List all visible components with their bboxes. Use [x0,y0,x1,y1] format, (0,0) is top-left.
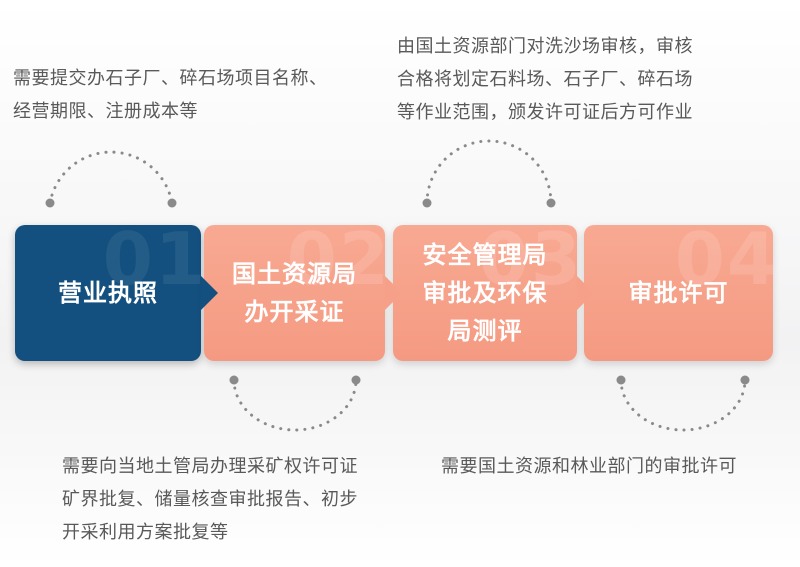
arc-endpoint-dot [167,198,177,208]
arc-step2-down [232,378,358,432]
step-label-line: 审批许可 [628,279,729,307]
step-arrow [201,276,218,310]
note-line: 需要提交办石子厂、碎石场项目名称、 [13,68,328,89]
note-line: 合格将划定石料场、石子厂、碎石场 [397,69,693,90]
step-label-line: 国土资源局 [232,260,357,288]
note-line: 经营期限、注册成本等 [13,101,198,122]
note-line: 开采利用方案批复等 [62,522,229,543]
step-label: 营业执照 [58,274,158,312]
arc-endpoint-dot [422,198,432,208]
arc-endpoint-dot [45,198,55,208]
step-1-business-license: 01 营业执照 [15,223,218,361]
note-step3: 由国土资源部门对洗沙场审核，审核 合格将划定石料场、石子厂、碎石场 等作业范围，… [397,30,693,129]
note-line: 由国土资源部门对洗沙场审核，审核 [397,36,693,57]
arc-endpoint-dot [546,198,556,208]
note-line: 矿界批复、储量核查审批报告、初步 [62,489,358,510]
step-label-line: 局测评 [447,317,523,345]
note-step2: 需要向当地土管局办理采矿权许可证 矿界批复、储量核查审批报告、初步 开采利用方案… [62,450,358,549]
step-label: 审批许可 [629,274,729,312]
step-label: 安全管理局 审批及环保 局测评 [423,236,548,350]
step-arrow [385,276,402,310]
note-step1: 需要提交办石子厂、碎石场项目名称、 经营期限、注册成本等 [13,62,328,128]
step-4-approval: 04 审批许可 [584,223,777,361]
note-line: 需要向当地土管局办理采矿权许可证 [62,456,358,477]
step-label-line: 审批及环保 [422,279,548,307]
step-2-land-resources: 02 国土资源局 办开采证 [204,223,402,361]
step-label-line: 办开采证 [244,298,345,326]
step-label-line: 营业执照 [58,279,158,307]
note-line: 需要国土资源和林业部门的审批许可 [441,456,737,477]
arc-endpoint-dot [229,375,239,385]
step-label-line: 安全管理局 [422,241,548,269]
step-label: 国土资源局 办开采证 [232,255,357,331]
arc-step1-up [48,150,174,205]
step-arrow [577,276,594,310]
arc-endpoint-dot [616,375,626,385]
note-step4: 需要国土资源和林业部门的审批许可 [441,450,737,483]
note-line: 等作业范围，颁发许可证后方可作业 [397,102,693,123]
arc-step3-up [425,139,553,205]
step-3-safety-environment: 03 安全管理局 审批及环保 局测评 [393,223,594,361]
arc-endpoint-dot [351,375,361,385]
arc-step4-down [619,378,747,432]
arc-endpoint-dot [740,375,750,385]
